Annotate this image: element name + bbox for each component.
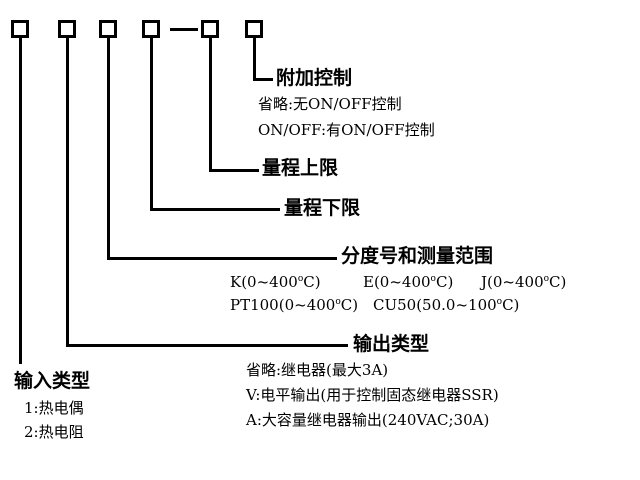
leader-lower-vertical bbox=[150, 38, 153, 211]
leader-output-horizontal bbox=[66, 344, 348, 347]
leader-division-vertical bbox=[107, 38, 110, 260]
code-box-2 bbox=[58, 20, 76, 38]
input-title: 输入类型 bbox=[14, 370, 91, 392]
output-line-1: 省略:继电器(最大3A) bbox=[246, 361, 389, 379]
leader-upper-horizontal bbox=[209, 169, 259, 172]
leader-upper-vertical bbox=[209, 38, 212, 172]
division-title: 分度号和测量范围 bbox=[341, 245, 494, 267]
division-k: K(0~400oC) bbox=[230, 273, 321, 291]
code-box-1 bbox=[11, 20, 29, 38]
code-box-5 bbox=[201, 20, 219, 38]
code-dash bbox=[170, 28, 198, 31]
input-line-1: 1:热电偶 bbox=[24, 399, 84, 417]
division-j: J(0~400oC) bbox=[481, 273, 567, 291]
division-e: E(0~400oC) bbox=[363, 273, 454, 291]
control-title: 附加控制 bbox=[276, 67, 353, 89]
leader-division-horizontal bbox=[107, 257, 337, 260]
control-line-1: 省略:无ON/OFF控制 bbox=[258, 95, 402, 113]
division-pt100: PT100(0~400oC) bbox=[230, 296, 359, 314]
code-box-3 bbox=[99, 20, 117, 38]
control-line-2: ON/OFF:有ON/OFF控制 bbox=[258, 121, 435, 139]
lower-limit-title: 量程下限 bbox=[284, 197, 361, 219]
code-box-4 bbox=[142, 20, 160, 38]
leader-output-vertical bbox=[66, 38, 69, 347]
output-line-2: V:电平输出(用于控制固态继电器SSR) bbox=[246, 386, 499, 404]
leader-control-horizontal bbox=[253, 78, 273, 81]
leader-control-vertical bbox=[253, 38, 256, 81]
leader-lower-horizontal bbox=[150, 208, 280, 211]
upper-limit-title: 量程上限 bbox=[262, 157, 339, 179]
input-line-2: 2:热电阻 bbox=[24, 423, 84, 441]
output-line-3: A:大容量继电器输出(240VAC;30A) bbox=[246, 411, 490, 429]
code-box-6 bbox=[245, 20, 263, 38]
division-cu50: CU50(50.0~100oC) bbox=[373, 296, 520, 314]
leader-input-vertical bbox=[19, 38, 22, 364]
output-title: 输出类型 bbox=[353, 333, 430, 355]
